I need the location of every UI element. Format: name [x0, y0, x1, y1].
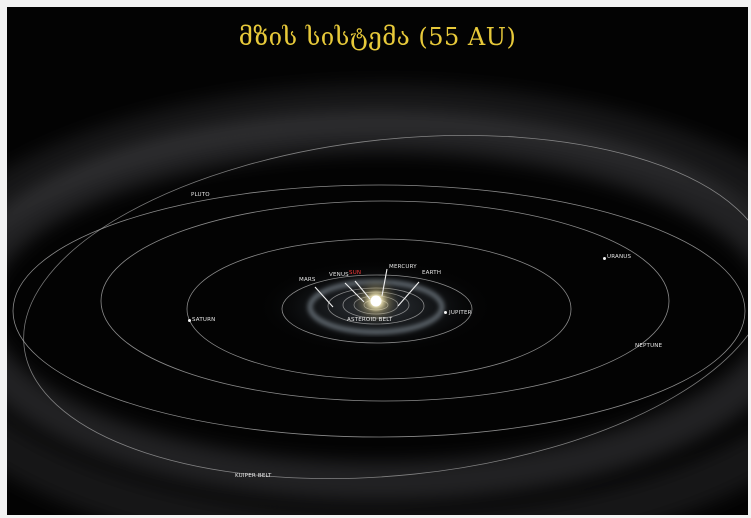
orbit-neptune: [12, 184, 746, 438]
pluto-label: PLUTO: [191, 192, 210, 198]
mars-label: MARS: [299, 277, 316, 283]
jupiter-dot: [444, 311, 447, 314]
saturn-label: SATURN: [192, 317, 216, 323]
saturn-dot: [188, 319, 191, 322]
sun-pointer: [354, 280, 371, 300]
solar-system-diagram: მზის სისტემა (55 AU) PLUTO URANUS NEPTUN…: [7, 7, 748, 515]
mercury-pointer: [381, 268, 388, 297]
asteroid-belt-label: ASTEROID BELT: [347, 317, 393, 323]
sun-core: [370, 295, 382, 307]
neptune-label: NEPTUNE: [635, 343, 663, 349]
solar-system-illustration: [7, 84, 748, 515]
mars-pointer: [314, 286, 334, 308]
kuiper-belt-haze: [7, 84, 748, 515]
sun-label: SUN: [349, 270, 362, 276]
earth-label: EARTH: [422, 270, 442, 276]
uranus-label: URANUS: [607, 254, 632, 260]
orbit-uranus: [100, 200, 670, 402]
venus-label: VENUS: [329, 272, 349, 278]
page-title: მზის სისტემა (55 AU): [238, 23, 517, 51]
orbit-jupiter: [281, 274, 473, 344]
earth-pointer: [397, 281, 420, 307]
orbit-saturn: [186, 238, 572, 380]
venus-pointer: [344, 282, 365, 303]
planet-pointers: [314, 268, 420, 308]
kuiper-belt-label: KUIPER BELT: [235, 473, 272, 479]
jupiter-label: JUPITER: [449, 310, 472, 316]
mercury-label: MERCURY: [389, 264, 417, 270]
uranus-dot: [603, 257, 606, 260]
orbit-pluto: [23, 134, 748, 480]
